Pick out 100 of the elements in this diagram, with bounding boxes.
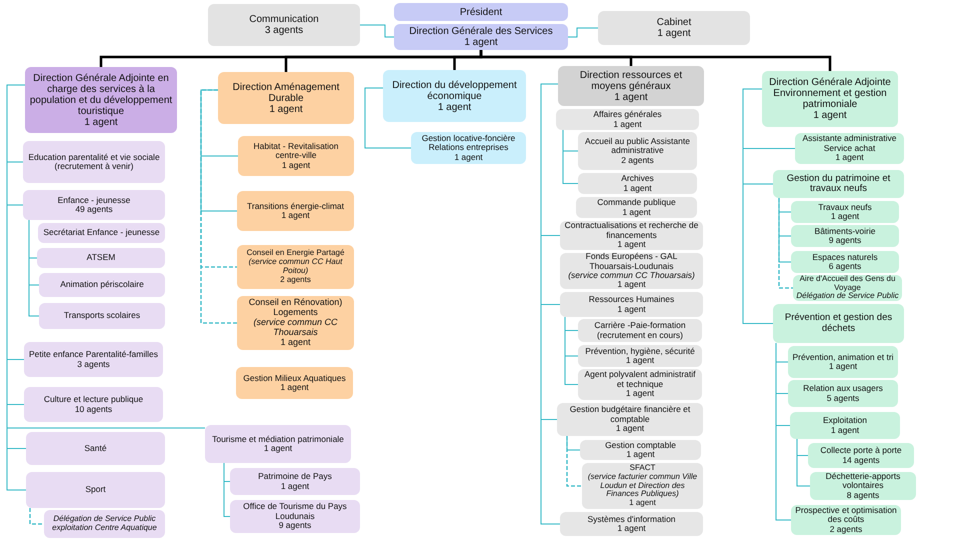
unit-detail: 49 agents [75,205,113,214]
unit-name: Direction Générale Adjointe Environnement et gestion patrimoniale [768,77,892,110]
org-unit-box [44,510,165,538]
unit-name: Direction ressources et moyens généraux [578,70,684,92]
org-unit-box [236,367,353,399]
unit-name: Délégation de Service Public exploitation Centre Aquatique [51,515,158,533]
org-unit-box [237,296,354,350]
org-unit-box [39,273,165,297]
connector-line [28,220,40,316]
unit-name: Education parentalité et vie sociale [28,152,160,162]
org-unit-box [37,248,165,268]
unit-name: Espaces naturels [812,252,878,262]
org-unit-box [25,67,177,133]
org-unit-box [238,136,354,176]
unit-name: Sport [85,485,106,495]
unit-name: Gestion budgétaire financière et comptable [568,405,692,424]
org-unit-box [411,132,526,164]
unit-detail: 1 agent [280,383,309,392]
unit-detail: 1 agent [813,110,847,121]
connector-line [480,50,832,71]
org-unit-box [580,440,701,460]
unit-detail: 1 agent [614,92,648,102]
unit-name: Gestion locative-foncière Relations entreprises [420,134,516,153]
unit-name: Cabinet [656,17,692,28]
org-unit-box [383,70,526,122]
connector-line [568,28,598,38]
unit-detail: 1 agent [626,450,655,460]
unit-name: Travaux neufs [818,202,872,212]
unit-name: Direction du développement économique [391,80,518,102]
org-unit-box [560,253,703,289]
unit-name: Prévention, animation et tri [792,352,894,362]
unit-name: Contractualisations et recherche de financements [564,221,700,240]
unit-detail: 1 agent [264,444,292,454]
org-unit-box [26,432,165,465]
unit-name: Animation périscolaire [60,280,144,290]
unit-name: Collecte porte à porte [820,446,902,456]
unit-detail: 1 agent [830,212,860,222]
org-unit-box [808,443,914,468]
unit-name: Prévention et gestion des déchets [784,313,894,334]
org-unit-box [773,304,904,343]
unit-name: Systèmes d'information [587,514,676,524]
unit-detail: 14 agents [842,456,880,465]
unit-name: Prévention, hygiène, sécurité [585,346,695,356]
org-unit-box [24,387,163,422]
connector-line [564,316,578,385]
unit-name: Tourisme et médiation patrimoniale [212,434,344,444]
unit-detail: 9 agents [278,521,312,531]
connector-line [540,84,560,524]
unit-detail: 1 agent [657,28,691,39]
unit-name: Conseil en Rénovation) Logements [248,298,344,318]
unit-detail: 1 agent [613,120,642,129]
unit-detail: 2 agents [280,276,311,285]
unit-detail: 3 agents [264,25,304,36]
org-unit-box [788,380,898,407]
unit-detail: 8 agents [846,490,880,500]
org-unit-box [557,403,703,436]
org-unit-box [791,201,899,223]
unit-name: Gestion Milieux Aquatiques [243,374,346,383]
unit-detail: 1 agent [626,356,654,366]
org-unit-box [578,345,702,367]
unit-name: Transports scolaires [64,311,140,321]
unit-detail: 1 agent [280,338,311,348]
unit-name: ATSEM [86,253,116,263]
unit-name: Bâtiments-voirie [814,226,876,236]
unit-name: Petite enfance Parentalité-familles [29,350,158,360]
org-unit-box [394,3,568,21]
connector-line [29,508,44,525]
unit-detail: 6 agents [828,262,862,272]
unit-detail: 1 agent [269,104,303,114]
org-unit-box [560,512,703,536]
org-unit-box [558,66,704,106]
org-unit-box [791,505,901,535]
unit-detail: 1 agent [454,152,483,162]
connector-line [200,89,237,324]
org-unit-box [560,221,703,250]
unit-detail: (service commun CC Thouarsais) [568,271,695,280]
unit-detail: (recrutement en cours) [597,330,683,340]
org-unit-box [578,369,702,400]
unit-detail: 1 agent [617,240,646,250]
unit-detail: 1 agent [626,389,654,399]
connector-line [742,88,774,324]
unit-detail: 1 agent [438,102,472,112]
unit-detail: 1 agent [623,184,652,193]
unit-name: Exploitation [823,416,867,426]
unit-detail: 1 agent [464,37,498,48]
unit-detail: 10 agents [74,404,112,414]
org-unit-box [205,425,351,463]
unit-detail: 9 agents [828,236,862,246]
connector-line [796,438,810,486]
unit-detail: 1 agent [835,153,864,163]
unit-name: Habitat - Revitalisation centre-ville [252,142,340,161]
org-unit-box [793,275,902,301]
connector-line [778,198,793,289]
unit-name: Direction Générale Adjointe en charge des services à la population et du développement touristique [28,72,174,116]
org-unit-box [790,412,900,439]
org-unit-box [230,468,360,495]
unit-name: Gestion du patrimoine et travaux neufs [786,174,892,194]
unit-name: Aire d'Accueil des Gens du Voyage [798,274,896,292]
unit-detail: 1 agent [616,424,644,434]
org-unit-box [788,346,898,378]
